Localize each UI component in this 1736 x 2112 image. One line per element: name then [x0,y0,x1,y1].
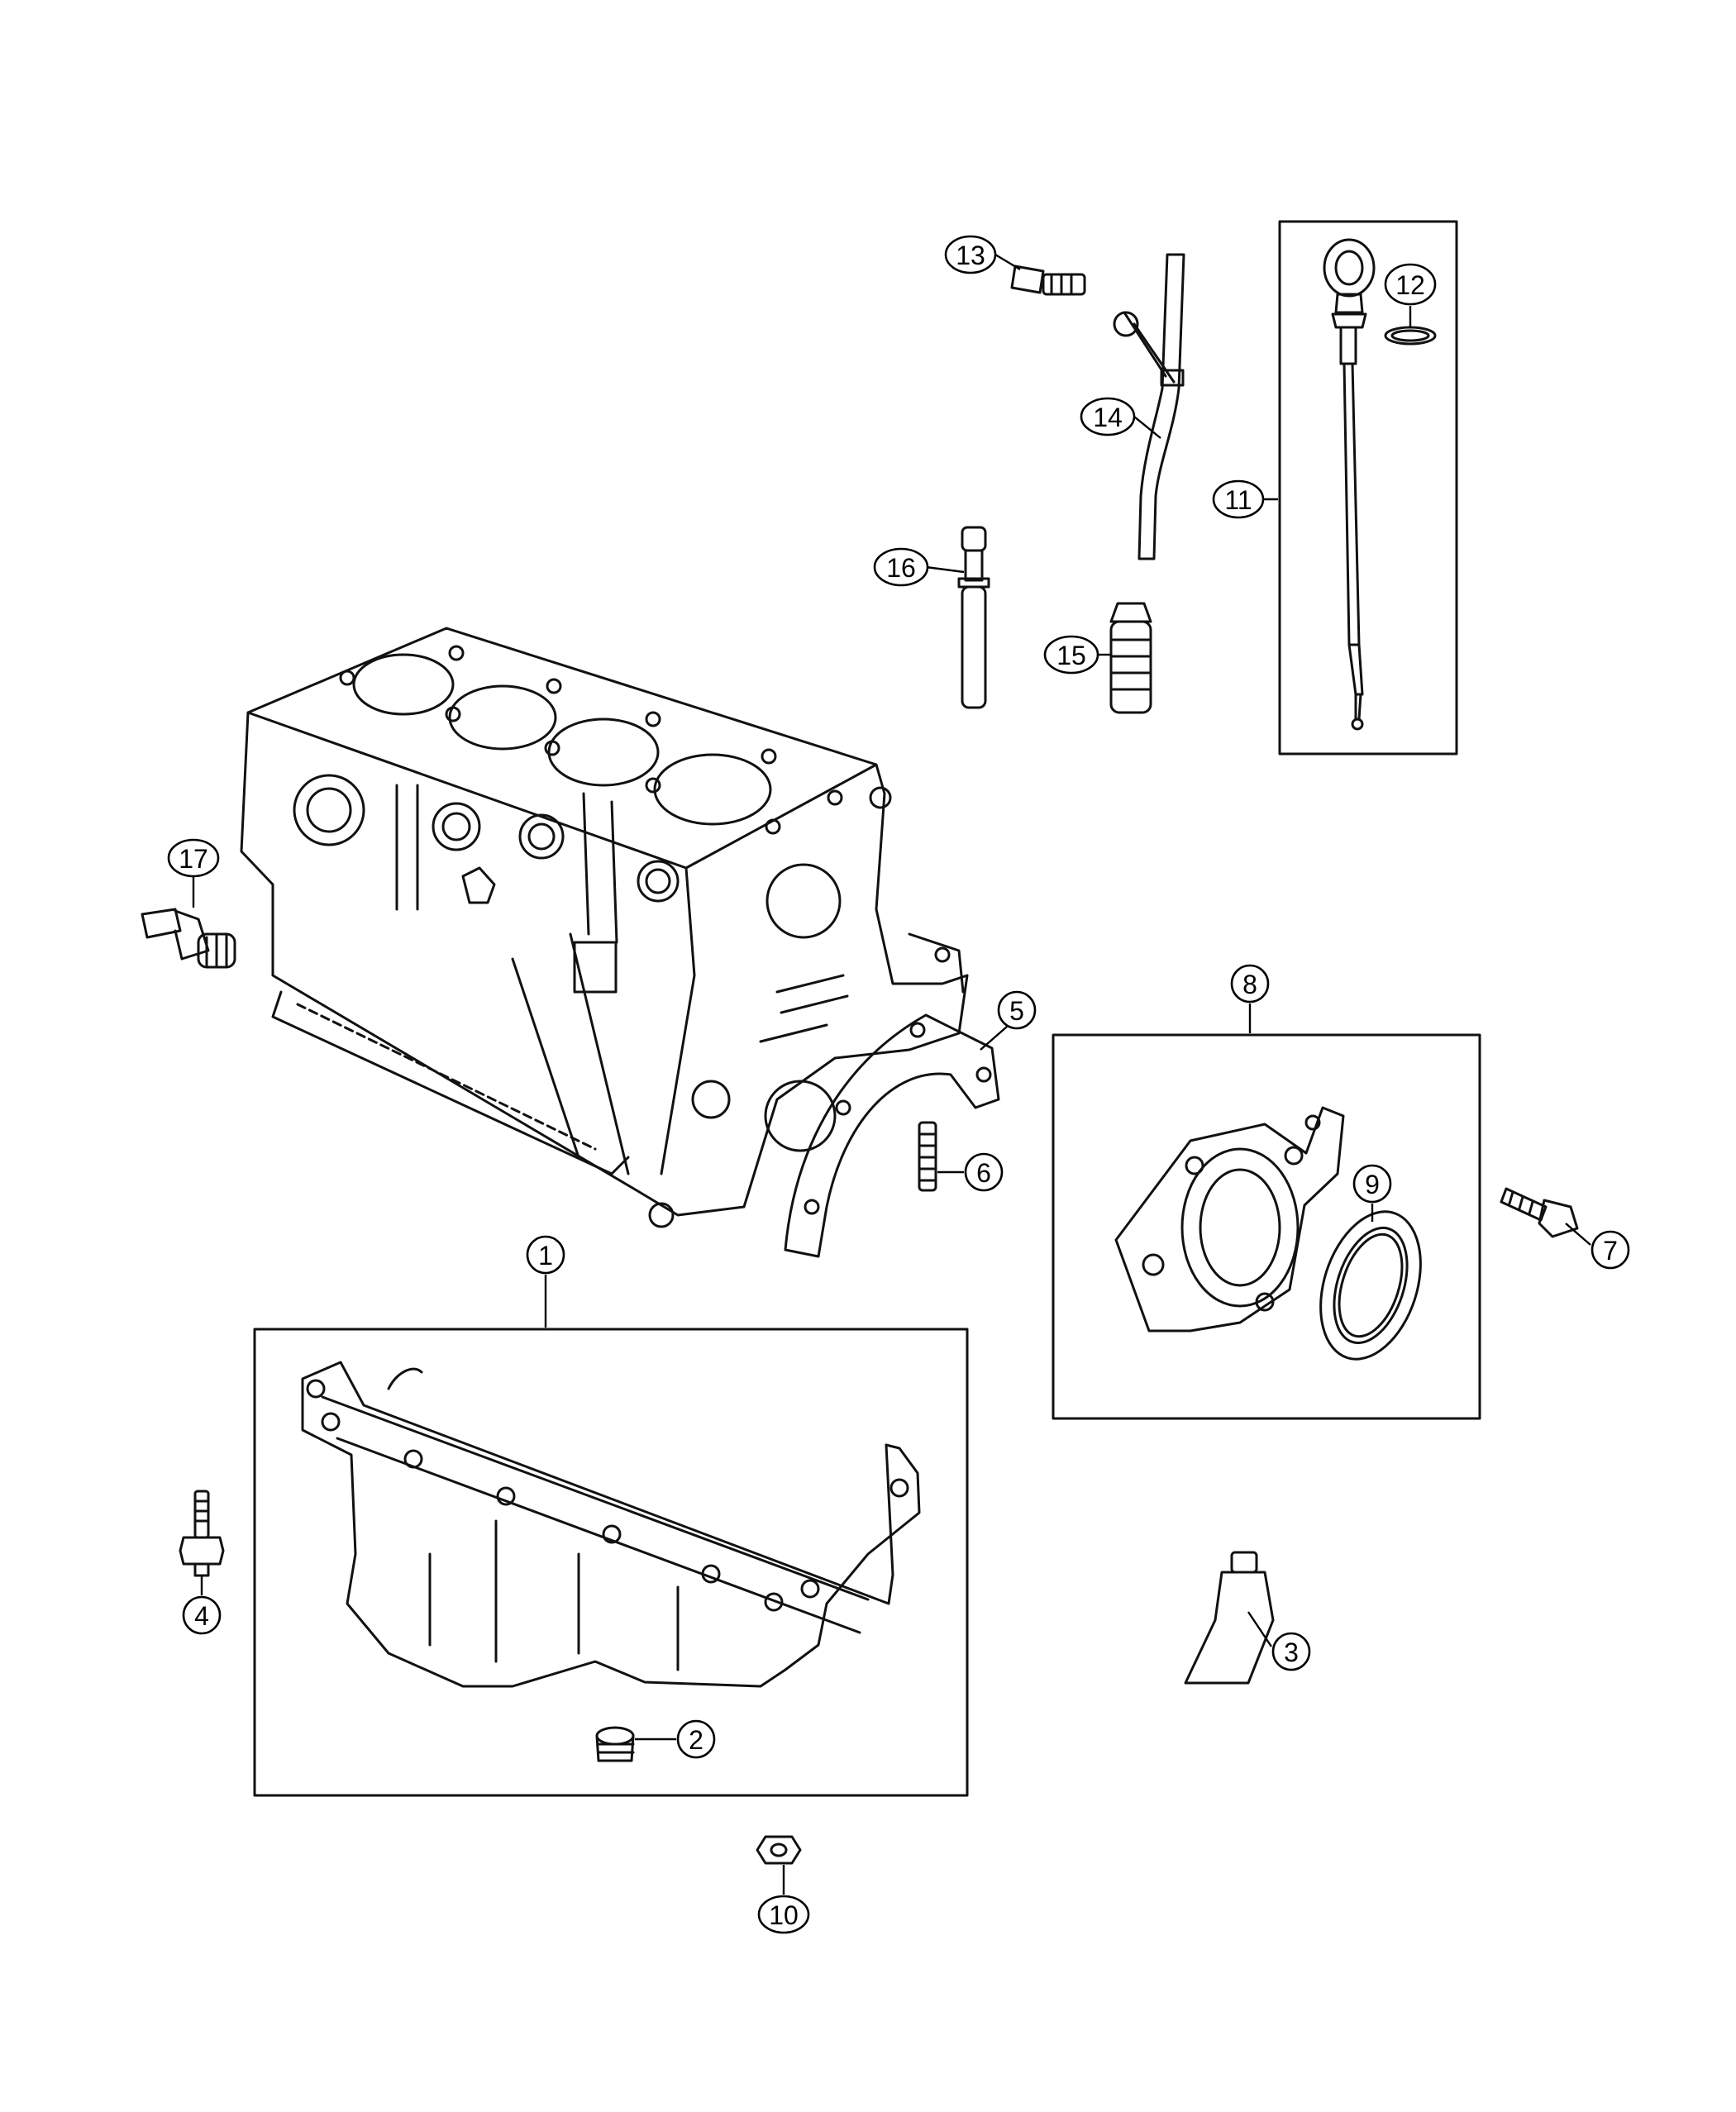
callout-5-label: 5 [1009,996,1024,1026]
oil-pressure-switch-part [141,908,236,969]
callout-8: 8 [1230,964,1270,1004]
callout-8-label: 8 [1242,970,1257,999]
callout-11-label: 11 [1224,485,1252,515]
callout-16-label: 16 [886,553,916,583]
callout-15-label: 15 [1056,641,1086,670]
callout-9: 9 [1352,1164,1392,1204]
stud-nut-part [179,1490,225,1577]
dipstick-o-ring-part [1384,326,1437,346]
sealant-tube-part [1184,1551,1275,1685]
callout-10-label: 10 [769,1900,799,1930]
leader-14 [1133,416,1161,439]
stud-part [918,1121,937,1192]
callout-15: 15 [1043,635,1099,675]
drain-plug-part [595,1726,635,1762]
callout-17-label: 17 [179,844,208,874]
tube-seal-part [1109,602,1152,714]
callout-16: 16 [873,547,929,587]
oil-pan-part [301,1361,921,1688]
dipstick-tube-part [1113,253,1185,560]
callout-12: 12 [1384,263,1437,306]
oil-pan-group-box [253,1328,969,1797]
dipstick-group-box [1278,220,1458,756]
callout-14: 14 [1080,397,1136,436]
dipstick-tube-bolt-part [1010,265,1086,296]
callouts: 1 2 3 4 5 6 7 8 [167,235,1630,1934]
seal-housing-bolt-part [1500,1187,1579,1238]
callout-4: 4 [182,1595,222,1635]
leader-5 [980,1026,1008,1051]
callout-10: 10 [757,1895,810,1934]
callout-5: 5 [997,990,1037,1030]
leader-7 [1565,1223,1591,1246]
callout-13: 13 [944,235,997,274]
leader-lines [192,253,1591,1895]
callout-3-label: 3 [1284,1638,1299,1667]
callout-7: 7 [1591,1230,1630,1270]
rear-gasket-part [784,1013,1000,1258]
callout-14-label: 14 [1093,403,1123,432]
callout-2-label: 2 [689,1725,703,1755]
leader-3 [1247,1611,1272,1647]
callout-17: 17 [167,838,220,878]
guide-tube-part [957,526,990,709]
seal-housing-part [1114,1106,1345,1333]
callout-4-label: 4 [194,1601,209,1631]
crankshaft-rear-seal-part [1319,1210,1422,1361]
callout-11: 11 [1212,479,1265,519]
engine-block-illustration [240,627,969,1228]
callout-12-label: 12 [1395,270,1425,300]
callout-6: 6 [964,1152,1004,1192]
dipstick-part [1323,238,1376,731]
callout-13-label: 13 [956,241,985,270]
callout-9-label: 9 [1365,1170,1380,1199]
leader-13 [994,253,1021,271]
callout-2: 2 [676,1719,716,1759]
callout-1: 1 [526,1235,565,1275]
callout-1-label: 1 [538,1241,553,1271]
nut-part [756,1835,802,1865]
rear-seal-housing-group-box [1052,1033,1481,1420]
callout-3: 3 [1271,1632,1311,1671]
leader-16 [925,565,965,574]
callout-7-label: 7 [1603,1236,1618,1266]
callout-6-label: 6 [976,1158,991,1188]
